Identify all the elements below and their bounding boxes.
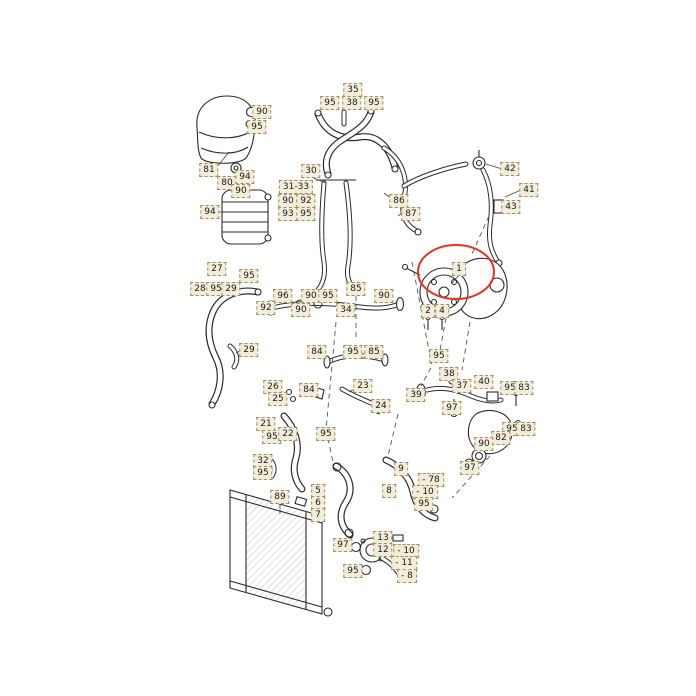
part-label-38[interactable]: 38 (342, 96, 362, 110)
part-label-31-33[interactable]: 31-33 (278, 180, 314, 194)
part-label-90[interactable]: 90 (291, 303, 311, 317)
center-s-hose-drawing (332, 462, 354, 539)
part-label-85[interactable]: 85 (346, 282, 366, 296)
part-label-90[interactable]: 90 (278, 194, 298, 208)
part-label-38[interactable]: 38 (439, 367, 459, 381)
part-label-22[interactable]: 22 (278, 427, 298, 441)
part-label-94[interactable]: 94 (200, 205, 220, 219)
part-label-96[interactable]: 96 (273, 289, 293, 303)
part-label-90[interactable]: 90 (474, 437, 494, 451)
part-label-95[interactable]: 95 (247, 120, 267, 134)
part-label-6[interactable]: 6 (311, 496, 325, 510)
part-label-24[interactable]: 24 (371, 399, 391, 413)
part-label-41[interactable]: 41 (519, 183, 539, 197)
part-label-95[interactable]: 95 (343, 345, 363, 359)
part-label-83[interactable]: 83 (516, 422, 536, 436)
part-label-30[interactable]: 30 (301, 164, 321, 178)
part-label-29[interactable]: 29 (239, 343, 259, 357)
part-label-83[interactable]: 83 (514, 381, 534, 395)
part-label-90[interactable]: 90 (231, 184, 251, 198)
part-label-85[interactable]: 85 (364, 345, 384, 359)
part-label-28[interactable]: 28 (190, 282, 210, 296)
part-label-95[interactable]: 95 (320, 96, 340, 110)
part-label-29[interactable]: 29 (221, 282, 241, 296)
part-label-95[interactable]: 95 (364, 96, 384, 110)
part-label-34[interactable]: 34 (336, 303, 356, 317)
part-label-40[interactable]: 40 (474, 375, 494, 389)
part-label-25[interactable]: 25 (268, 392, 288, 406)
part-label-82[interactable]: 82 (491, 431, 511, 445)
part-label-27[interactable]: 27 (207, 262, 227, 276)
part-label-1[interactable]: 1 (452, 262, 466, 276)
part-label-39[interactable]: 39 (406, 388, 426, 402)
part-label-95[interactable]: 95 (343, 564, 363, 578)
part-label-90[interactable]: 90 (252, 105, 272, 119)
radiator-drawing (229, 489, 333, 617)
part-label-97[interactable]: 97 (460, 461, 480, 475)
part-label-90[interactable]: 90 (374, 289, 394, 303)
part-label-2[interactable]: 2 (421, 304, 435, 318)
part-label-8[interactable]: 8 (382, 484, 396, 498)
oil-cooler-drawing (221, 189, 272, 245)
part-label-95[interactable]: 95 (296, 207, 316, 221)
part-label-37[interactable]: 37 (452, 379, 472, 393)
part-label--11[interactable]: - 11 (391, 556, 417, 570)
part-label-95[interactable]: 95 (429, 349, 449, 363)
part-label-84[interactable]: 84 (307, 345, 327, 359)
part-label-23[interactable]: 23 (353, 379, 373, 393)
part-label-43[interactable]: 43 (501, 200, 521, 214)
part-label-97[interactable]: 97 (442, 401, 462, 415)
part-label-95[interactable]: 95 (316, 427, 336, 441)
part-label-86[interactable]: 86 (389, 194, 409, 208)
part-label-94[interactable]: 94 (235, 170, 255, 184)
part-label-7[interactable]: 7 (311, 508, 325, 522)
part-label-9[interactable]: 9 (394, 462, 408, 476)
part-label-95[interactable]: 95 (253, 466, 273, 480)
part-label--8[interactable]: - 8 (397, 569, 417, 583)
part-label-92[interactable]: 92 (296, 194, 316, 208)
part-label-97[interactable]: 97 (333, 538, 353, 552)
part-label-87[interactable]: 87 (401, 207, 421, 221)
part-label-21[interactable]: 21 (256, 417, 276, 431)
part-label-84[interactable]: 84 (299, 383, 319, 397)
part-label-95[interactable]: 95 (318, 289, 338, 303)
part-label-92[interactable]: 92 (256, 301, 276, 315)
part-label-89[interactable]: 89 (270, 490, 290, 504)
part-label-95[interactable]: 95 (414, 497, 434, 511)
part-label-93[interactable]: 93 (278, 207, 298, 221)
part-label-35[interactable]: 35 (343, 83, 363, 97)
part-label-12[interactable]: 12 (373, 543, 393, 557)
part-label-42[interactable]: 42 (500, 162, 520, 176)
part-label-4[interactable]: 4 (435, 304, 449, 318)
part-label-81[interactable]: 81 (199, 163, 219, 177)
part-label-95[interactable]: 95 (239, 269, 259, 283)
